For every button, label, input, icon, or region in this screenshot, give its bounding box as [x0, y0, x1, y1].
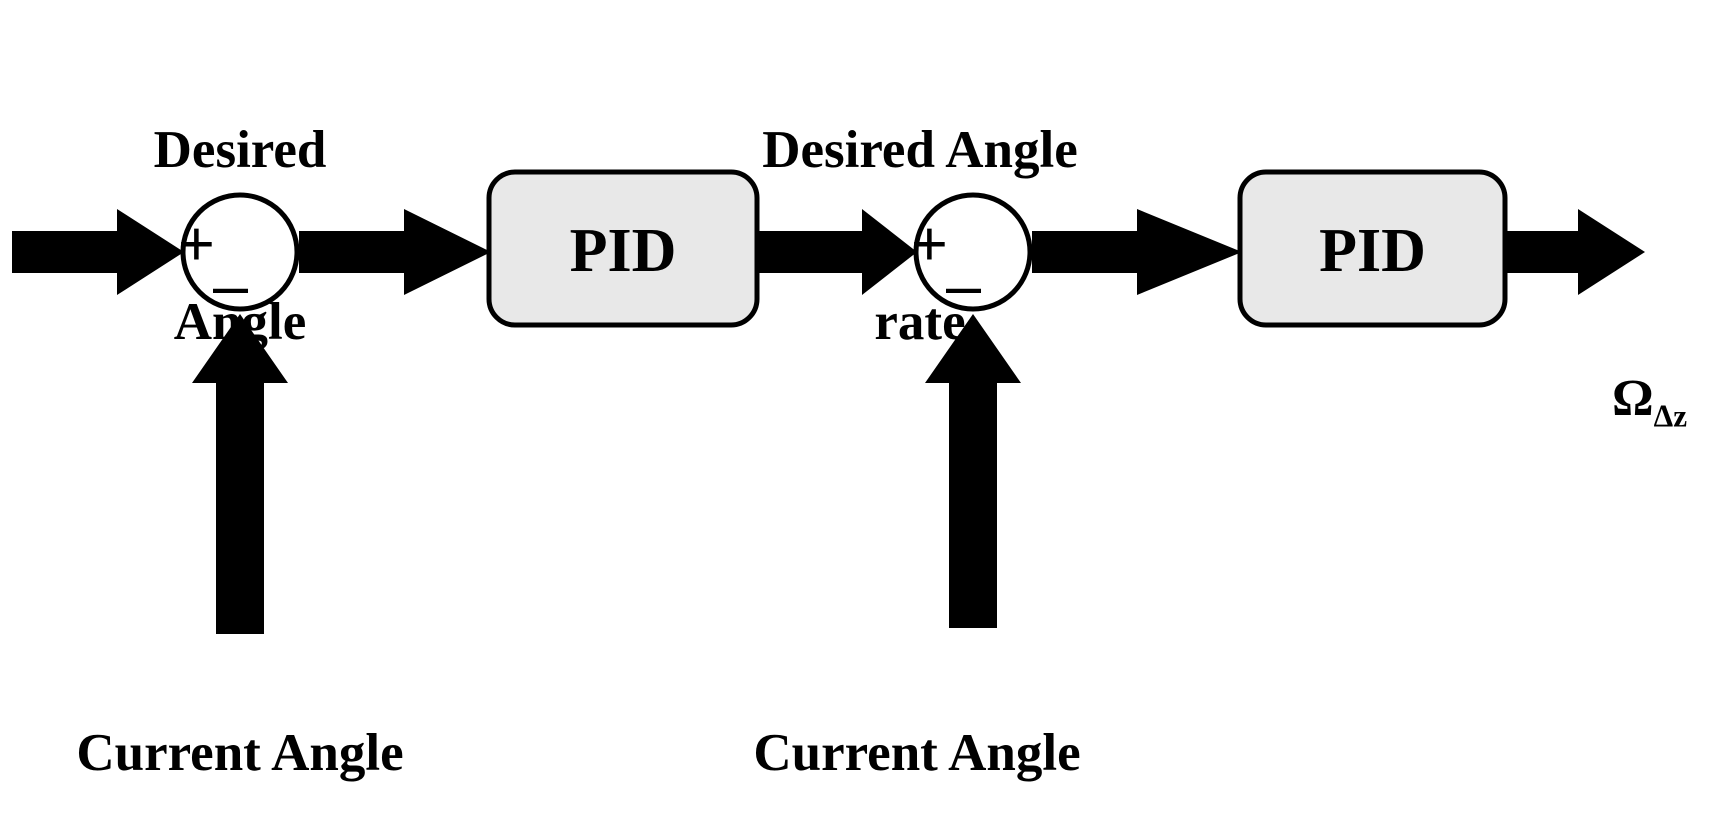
pid-block-outer	[486, 169, 760, 328]
arrow-feedback-current-angle-rate	[925, 314, 1021, 628]
label-desired-angle-rate-line2: rate	[874, 293, 966, 352]
summing-junction-angle-minus-sign: –	[213, 251, 249, 321]
pid-block-inner	[1237, 169, 1508, 328]
summing-junction-rate	[913, 192, 1033, 312]
arrow-input-desired-angle	[12, 209, 184, 295]
label-current-angle-yaw: Current Angle (yaw)	[35, 611, 445, 839]
arrow-pid-inner-to-output	[1503, 209, 1645, 295]
label-current-angle-rate-line1: Current Angle	[753, 724, 1081, 783]
label-desired-angle-line1: Desired	[153, 121, 327, 180]
summing-junction-rate-minus-sign: –	[946, 251, 982, 321]
arrow-sum-rate-to-pid-inner	[1032, 209, 1242, 295]
arrow-feedback-current-angle	[192, 314, 288, 634]
label-current-angle-rate: Current Angle rate (r)	[712, 611, 1122, 839]
summing-junction-angle-plus-sign: +	[178, 209, 215, 279]
arrow-pid-outer-to-sum-rate	[757, 209, 917, 295]
output-omega-subscript: Δz	[1653, 398, 1688, 434]
summing-junction-rate-plus-sign: +	[911, 209, 948, 279]
pid-block-inner-label: PID	[1319, 217, 1426, 285]
output-omega-symbol: Ω	[1612, 370, 1654, 428]
label-desired-angle-line2: Angle	[173, 293, 307, 352]
label-current-angle-yaw-line1: Current Angle	[76, 724, 404, 783]
label-desired-angle-rate-line1: Desired Angle	[762, 121, 1078, 180]
label-desired-angle-rate: Desired Angle rate	[730, 8, 1110, 466]
pid-block-outer-label: PID	[569, 217, 677, 285]
arrow-sum-angle-to-pid-outer	[299, 209, 491, 295]
summing-junction-angle	[180, 192, 300, 312]
label-desired-angle: Desired Angle	[80, 8, 400, 466]
label-output-omega: ΩΔz	[1560, 315, 1720, 489]
